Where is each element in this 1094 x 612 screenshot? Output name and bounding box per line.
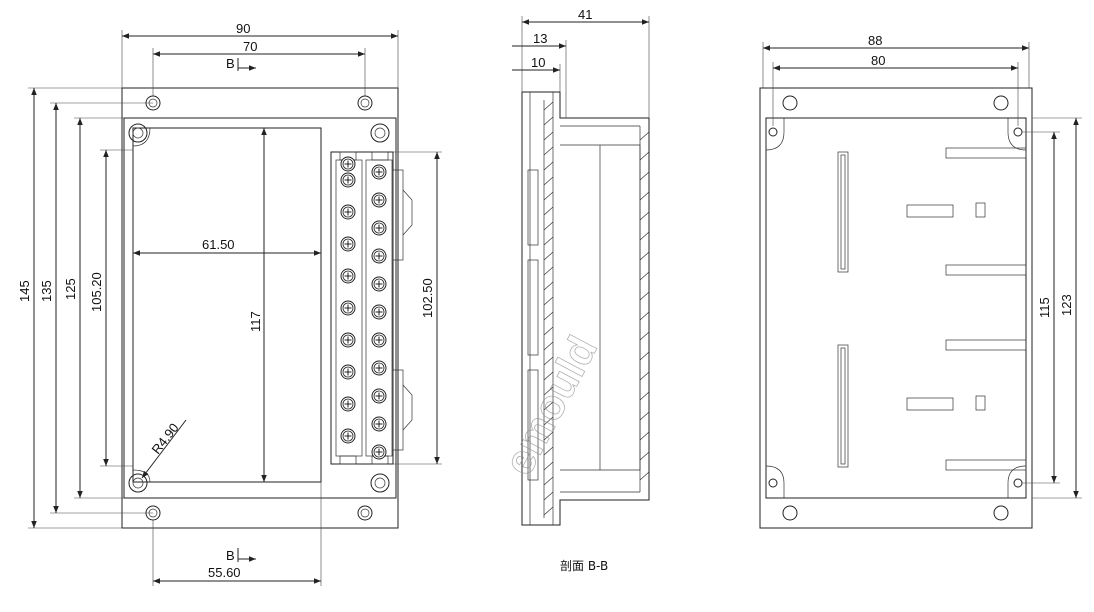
dim-rear-overall-width: 88 xyxy=(868,33,882,48)
section-marker-top: B xyxy=(226,56,235,71)
dim-hole-spacing-width: 70 xyxy=(243,39,257,54)
front-view: 90 70 B B 145 135 125 105.20 61.50 1 xyxy=(17,21,442,586)
dim-overall-depth: 41 xyxy=(578,7,592,22)
section-caption: 剖面 B-B xyxy=(560,559,608,573)
dim-flange-offset-2: 10 xyxy=(531,55,545,70)
rear-view: 88 80 115 123 xyxy=(759,33,1082,529)
dim-terminal-length: 102.50 xyxy=(420,278,435,318)
dim-corner-radius: R4.90 xyxy=(149,420,182,457)
dim-rear-hole-spacing-height: 123 xyxy=(1059,294,1074,316)
dim-bottom-offset: 55.60 xyxy=(208,565,241,580)
mount-hole-icon xyxy=(357,505,373,521)
dim-overall-width: 90 xyxy=(236,21,250,36)
dim-inner-height: 105.20 xyxy=(89,272,104,312)
section-view: 41 13 10 emould 剖面 B-B xyxy=(494,7,650,573)
terminal-block xyxy=(330,151,413,465)
dim-rear-hole-spacing-width: 80 xyxy=(871,53,885,68)
dim-inner-width: 61.50 xyxy=(202,237,235,252)
section-hatch xyxy=(543,101,650,516)
mount-hole-icon xyxy=(357,95,373,111)
dim-flange-offset-1: 13 xyxy=(533,31,547,46)
dim-rear-body-height: 115 xyxy=(1037,297,1052,318)
dim-body-height: 125 xyxy=(63,278,78,300)
watermark: emould xyxy=(494,328,606,482)
dim-overall-height: 145 xyxy=(17,280,32,302)
dim-cavity-depth: 117 xyxy=(248,311,263,332)
section-marker-bottom: B xyxy=(226,548,235,563)
dim-hole-spacing-height: 135 xyxy=(39,280,54,302)
